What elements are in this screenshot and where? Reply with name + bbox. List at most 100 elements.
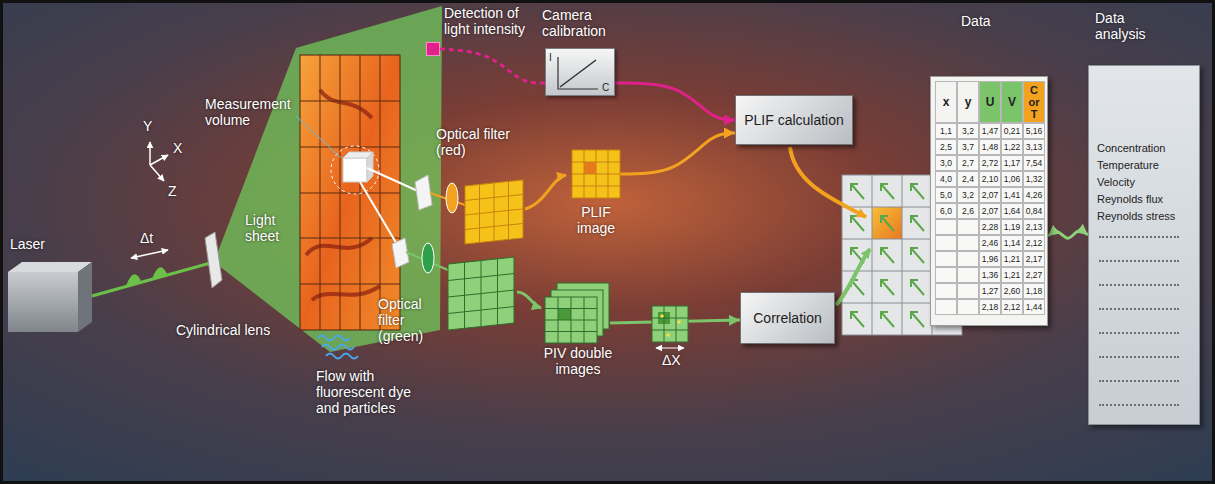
node-heading: PLIF image bbox=[571, 204, 621, 236]
table-cell-blank bbox=[957, 251, 979, 267]
table-cell: 1,48 bbox=[979, 139, 1001, 155]
table-cell: 1,19 bbox=[1001, 219, 1023, 235]
flow-wave bbox=[318, 336, 350, 341]
interrogation-window bbox=[652, 306, 688, 342]
table-cell: 1,44 bbox=[1023, 299, 1045, 315]
dotted-line bbox=[1099, 356, 1179, 358]
image-cell bbox=[558, 309, 571, 321]
dotted-line bbox=[1099, 332, 1179, 334]
detector-square: Detection of light intensity bbox=[426, 42, 440, 56]
table-cell: 1,22 bbox=[1001, 139, 1023, 155]
flow-arrow bbox=[790, 147, 866, 217]
table-cell: 3,2 bbox=[957, 187, 979, 203]
dotted-line bbox=[1099, 236, 1179, 238]
image-cell bbox=[584, 162, 596, 174]
table-cell: 2,46 bbox=[979, 235, 1001, 251]
measurement-cube bbox=[343, 158, 367, 182]
red-filter bbox=[446, 183, 458, 213]
connector bbox=[620, 133, 735, 174]
light-ray bbox=[367, 168, 420, 192]
table-cell-blank bbox=[957, 219, 979, 235]
table-cell-blank bbox=[935, 283, 957, 299]
table-cell: 2,28 bbox=[979, 219, 1001, 235]
node-label: PLIF calculation bbox=[744, 112, 844, 128]
axis-label: Z bbox=[168, 183, 177, 199]
grid-lines bbox=[572, 150, 620, 198]
table-cell-blank bbox=[935, 251, 957, 267]
node-heading: Detection of light intensity bbox=[444, 5, 544, 37]
part-label: Flow with fluorescent dye and particles bbox=[316, 368, 428, 416]
table-header: V bbox=[1001, 81, 1023, 123]
process-box: Correlation bbox=[740, 292, 835, 344]
grid-lines bbox=[652, 306, 688, 342]
axis-label: Y bbox=[143, 118, 152, 134]
table-cell: 3,13 bbox=[1023, 139, 1045, 155]
connector bbox=[1048, 231, 1088, 238]
table-cell: 2,12 bbox=[1001, 299, 1023, 315]
camera-sensor bbox=[448, 257, 514, 330]
table-cell: 2,72 bbox=[979, 155, 1001, 171]
table-cell-blank bbox=[935, 235, 957, 251]
table-cell: 2,13 bbox=[1023, 219, 1045, 235]
part-label: Cylindrical lens bbox=[176, 322, 270, 338]
node-heading: Camera calibration bbox=[542, 7, 632, 39]
dotted-line bbox=[1099, 380, 1179, 382]
part-label: Laser bbox=[10, 236, 45, 252]
table-cell: 1,32 bbox=[1023, 171, 1045, 187]
data-sheet: DataxyUVC or T1,13,21,470,215,162,53,71,… bbox=[930, 76, 1048, 326]
grid-lines bbox=[842, 175, 962, 335]
list-item: Velocity bbox=[1097, 175, 1135, 189]
velocity-vectors bbox=[851, 184, 924, 327]
table-cell-blank bbox=[957, 283, 979, 299]
calibration-box: Camera calibrationIC bbox=[545, 48, 615, 96]
table-cell: 2,17 bbox=[1023, 251, 1045, 267]
part-label: Measurement volume bbox=[205, 96, 305, 128]
table-cell: 1,96 bbox=[979, 251, 1001, 267]
axis-label: X bbox=[173, 140, 182, 156]
grid-lines bbox=[448, 257, 514, 330]
table-cell: 5,16 bbox=[1023, 123, 1045, 139]
table-cell: 2,27 bbox=[1023, 267, 1045, 283]
table-header: U bbox=[979, 81, 1001, 123]
grid-lines bbox=[465, 180, 523, 244]
camera-sensor bbox=[465, 180, 523, 244]
dotted-line bbox=[1099, 260, 1179, 262]
table-cell: 1,1 bbox=[935, 123, 957, 139]
table-cell: 1,27 bbox=[979, 283, 1001, 299]
flow-wave bbox=[322, 345, 354, 350]
vector-grid bbox=[842, 175, 962, 335]
interval-label: Δt bbox=[140, 230, 153, 246]
table-cell: 2,12 bbox=[1023, 235, 1045, 251]
table-cell: 2,18 bbox=[979, 299, 1001, 315]
table-cell: 1,47 bbox=[979, 123, 1001, 139]
table-cell: 7,54 bbox=[1023, 155, 1045, 171]
axis-label: I bbox=[549, 52, 552, 63]
dotted-line bbox=[1099, 284, 1179, 286]
list-item: Reynolds stress bbox=[1097, 209, 1175, 223]
table-cell: 1,14 bbox=[1001, 235, 1023, 251]
node-heading: PIV double images bbox=[537, 345, 619, 377]
beam-splitter bbox=[415, 175, 432, 210]
table-cell: 5,0 bbox=[935, 187, 957, 203]
flow-arrow bbox=[517, 292, 541, 308]
table-cell: 0,21 bbox=[1001, 123, 1023, 139]
light-sheet bbox=[214, 6, 442, 352]
grid-lines bbox=[300, 55, 400, 330]
node-label: Correlation bbox=[753, 310, 821, 326]
pulse-interval-arrow bbox=[131, 250, 168, 258]
flow-wave bbox=[326, 354, 358, 359]
table-cell: 6,0 bbox=[935, 203, 957, 219]
table-cell: 1,06 bbox=[1001, 171, 1023, 187]
graph-axes bbox=[558, 57, 598, 89]
table-cell: 1,21 bbox=[1001, 251, 1023, 267]
image-grid bbox=[545, 297, 597, 343]
leader-line bbox=[296, 116, 341, 158]
connector bbox=[615, 83, 735, 120]
part-label: Optical filter (green) bbox=[378, 296, 440, 344]
laser-body bbox=[78, 262, 92, 332]
particle bbox=[660, 314, 664, 318]
part-label: Optical filter (red) bbox=[436, 126, 516, 158]
piv-grids bbox=[545, 283, 610, 343]
table-cell: 2,10 bbox=[979, 171, 1001, 187]
flow-arrow bbox=[836, 249, 870, 305]
